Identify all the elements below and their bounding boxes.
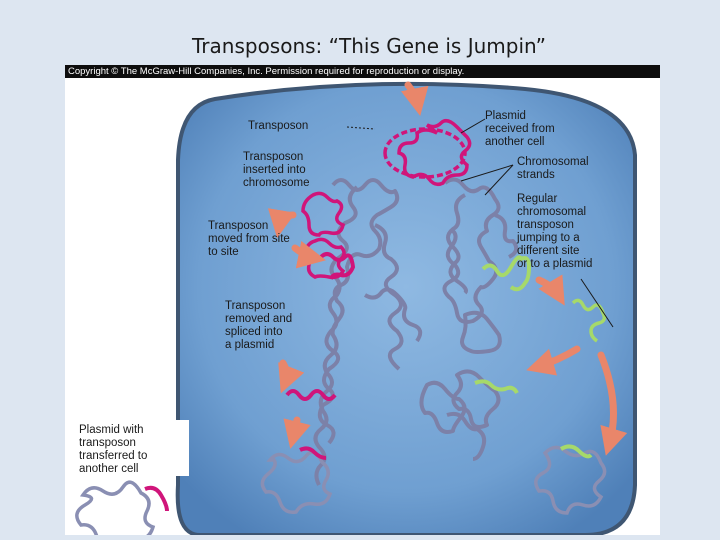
label-plasmid-received: Plasmid received from another cell — [485, 110, 558, 148]
regular-transposon-segment-2 — [474, 379, 519, 394]
plasmid-outside-cell — [75, 480, 156, 535]
label-plasmid-transferred: Plasmid with transposon transferred to a… — [79, 424, 151, 475]
label-transposon-moved: Transposon moved from site to site — [208, 220, 293, 258]
label-transposon: Transposon — [248, 120, 308, 132]
transposon-moved-loop — [301, 191, 346, 237]
label-transposon-inserted: Transposon inserted into chromosome — [243, 151, 309, 189]
free-regular-transposon — [571, 298, 607, 343]
process-arrows — [267, 81, 628, 456]
regular-transposon-segment — [481, 255, 532, 292]
leader-lines — [346, 118, 614, 328]
copyright-notice: Copyright © The McGraw-Hill Companies, I… — [65, 65, 660, 78]
label-chromosomal-strands: Chromosomal strands — [517, 156, 592, 181]
transposon-diagram: Transposon Plasmid received from another… — [71, 81, 637, 535]
slide-title: Transposons: “This Gene is Jumpin” — [192, 34, 546, 58]
transposon-figure: Transposon Plasmid received from another… — [65, 65, 660, 535]
chromosome-strands-right — [419, 177, 519, 461]
label-transposon-removed: Transposon removed and spliced into a pl… — [225, 300, 295, 351]
label-regular-transposon: Regular chromosomal transposon jumping t… — [516, 193, 592, 270]
plasmid-with-transposon — [260, 450, 333, 515]
